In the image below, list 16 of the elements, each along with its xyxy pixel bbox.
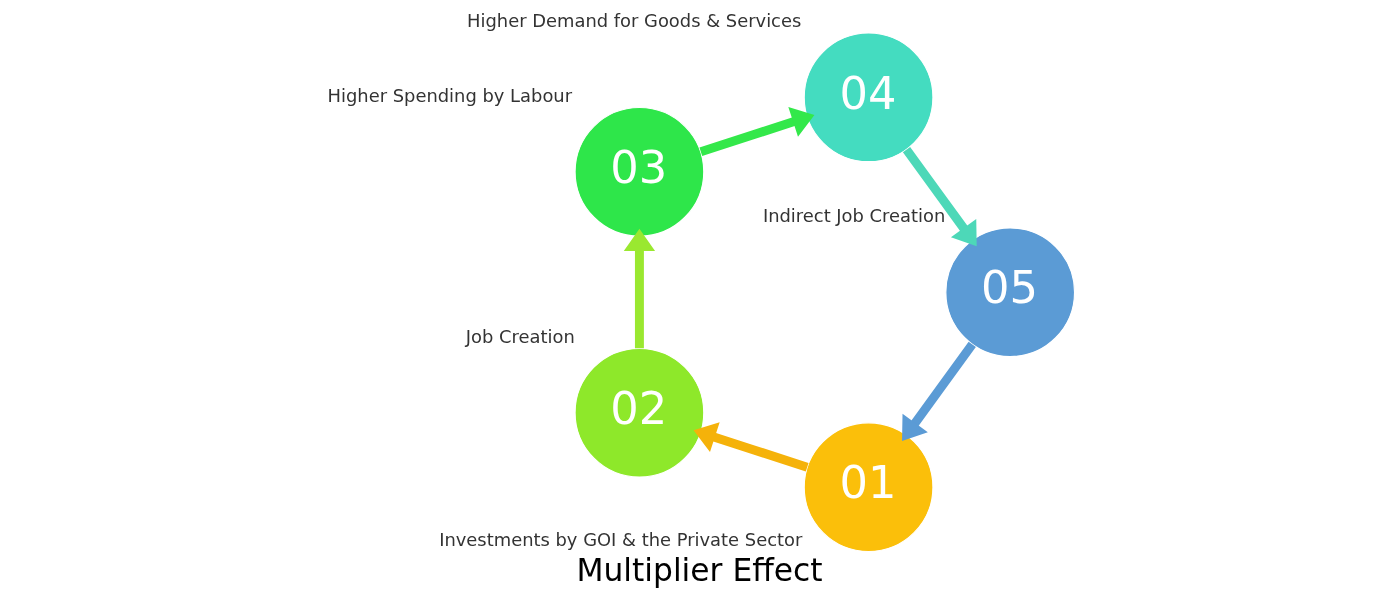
node-label: Indirect Job Creation <box>762 205 945 227</box>
node-label: Higher Demand for Goods & Services <box>466 10 801 32</box>
arrow <box>901 341 976 442</box>
arrow <box>902 146 977 247</box>
diagram-title: Multiplier Effect <box>575 552 823 589</box>
node-label: Job Creation <box>465 325 575 347</box>
node-circle: 01 <box>803 422 933 553</box>
node-circle: 03 <box>574 106 704 237</box>
arrow <box>693 422 809 472</box>
arrow <box>698 106 814 157</box>
arrow <box>623 228 655 349</box>
node-circle: 05 <box>944 227 1075 358</box>
node-circle: 02 <box>574 347 704 478</box>
node-label: Investments by GOI & the Private Sector <box>438 528 802 550</box>
node-label: Higher Spending by Labour <box>327 84 572 106</box>
node-circle: 04 <box>803 32 933 163</box>
